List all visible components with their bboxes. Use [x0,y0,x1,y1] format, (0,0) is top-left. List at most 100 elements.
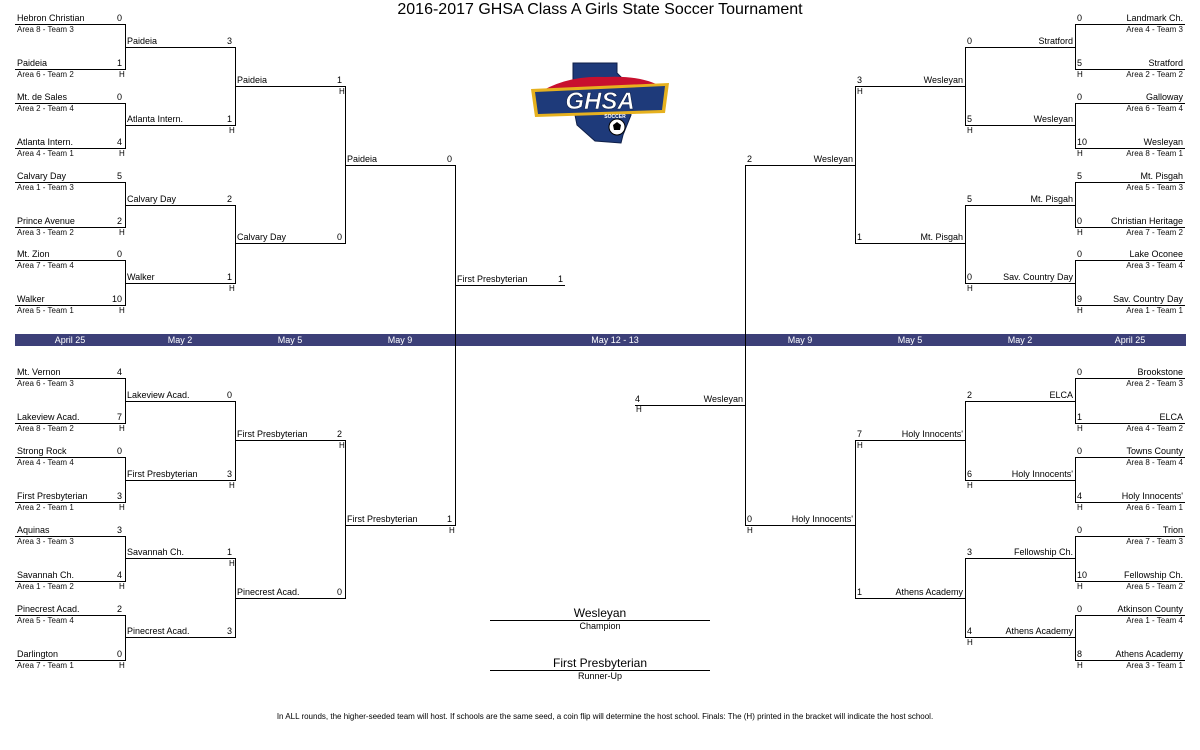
team-score: 5 [967,114,973,124]
host-marker: H [857,441,863,450]
team-seed: Area 8 - Team 3 [17,25,74,34]
bracket-line [125,637,235,638]
bracket-line [1075,423,1185,424]
team-name: Mt. Pisgah [920,232,963,242]
bracket-line [125,125,235,126]
team-score: 0 [1077,13,1083,23]
team-score: 4 [116,367,122,377]
team-score: 3 [226,626,232,636]
team-name: Aquinas [17,525,50,535]
team-name: Towns County [1126,446,1183,456]
host-marker: H [967,284,973,293]
team-score: 0 [116,249,122,259]
team-score: 1 [116,58,122,68]
runner-up-line [490,670,710,671]
bracket-line [345,440,346,599]
team-score: 0 [116,13,122,23]
ghsa-soccer-logo: GHSA SOCCER [525,55,675,150]
team-name: First Presbyterian [237,429,308,439]
bracket-line [235,243,345,244]
team-name: Mt. Pisgah [1030,194,1073,204]
team-score: 2 [226,194,232,204]
host-marker: H [1077,424,1083,433]
bracket-line [745,165,855,166]
team-seed: Area 5 - Team 4 [17,616,74,625]
team-name: Stratford [1148,58,1183,68]
bracket-line [1075,502,1185,503]
team-seed: Area 2 - Team 2 [1126,70,1183,79]
bracket-line [15,69,125,70]
team-name: Mt. Pisgah [1140,171,1183,181]
team-seed: Area 2 - Team 4 [17,104,74,113]
bracket-line [855,86,856,244]
bracket-line [1075,378,1076,424]
finalist-score: 1 [558,274,564,284]
team-seed: Area 1 - Team 3 [17,183,74,192]
host-marker: H [1077,503,1083,512]
team-score: 9 [1077,294,1083,304]
team-score: 10 [1077,570,1088,580]
bracket-line [125,103,126,149]
team-seed: Area 4 - Team 1 [17,149,74,158]
bracket-line [855,440,856,599]
team-name: Stratford [1038,36,1073,46]
team-seed: Area 6 - Team 3 [17,379,74,388]
bracket-line [15,103,125,104]
team-name: Athens Academy [1115,649,1183,659]
team-seed: Area 8 - Team 1 [1126,149,1183,158]
team-score: 5 [1077,58,1083,68]
bracket-line [1075,457,1076,503]
team-seed: Area 5 - Team 2 [1126,582,1183,591]
team-score: 7 [116,412,122,422]
bracket-line [345,165,455,166]
team-score: 2 [116,216,122,226]
team-seed: Area 2 - Team 3 [1126,379,1183,388]
runner-up-name: First Presbyterian [552,656,648,670]
team-name: Prince Avenue [17,216,75,226]
bracket-line [855,598,965,599]
finalist-score: 4 [635,394,641,404]
team-score: 1 [226,547,232,557]
team-score: 0 [336,232,342,242]
round-date-label: May 2 [167,335,193,345]
team-name: Brookstone [1137,367,1183,377]
team-score: 0 [1077,367,1083,377]
team-seed: Area 2 - Team 1 [17,503,74,512]
bracket-line [15,502,125,503]
team-score: 1 [336,75,342,85]
team-name: Walker [17,294,45,304]
team-seed: Area 4 - Team 2 [1126,424,1183,433]
bracket-line [455,285,565,286]
finalist-name: First Presbyterian [457,274,528,284]
bracket-line [965,47,1075,48]
team-name: Lakeview Acad. [17,412,80,422]
team-name: Savannah Ch. [17,570,75,580]
bracket-line [965,205,1075,206]
team-name: Pinecrest Acad. [127,626,190,636]
team-name: Holy Innocents' [1011,469,1073,479]
team-name: Darlington [17,649,59,659]
team-seed: Area 3 - Team 4 [1126,261,1183,270]
bracket-line [15,182,125,183]
host-marker: H [119,306,125,315]
host-marker: H [119,661,125,670]
team-score: 2 [336,429,342,439]
bracket-line [745,165,746,526]
runner-up-label: Runner-Up [577,671,623,681]
host-note: In ALL rounds, the higher-seeded team wi… [276,712,934,721]
team-score: 3 [967,547,973,557]
team-score: 5 [967,194,973,204]
bracket-line [235,401,236,481]
bracket-line [635,405,745,406]
bracket-line [1075,148,1185,149]
team-name: Fellowship Ch. [1123,570,1183,580]
team-name: Pinecrest Acad. [237,587,300,597]
bracket-line [1075,615,1076,661]
bracket-line [1075,260,1185,261]
bracket-line [965,401,1075,402]
bracket-line [455,165,456,526]
bracket-line [1075,103,1185,104]
team-score: 4 [116,570,122,580]
team-name: Walker [127,272,155,282]
bracket-line [1075,260,1076,306]
